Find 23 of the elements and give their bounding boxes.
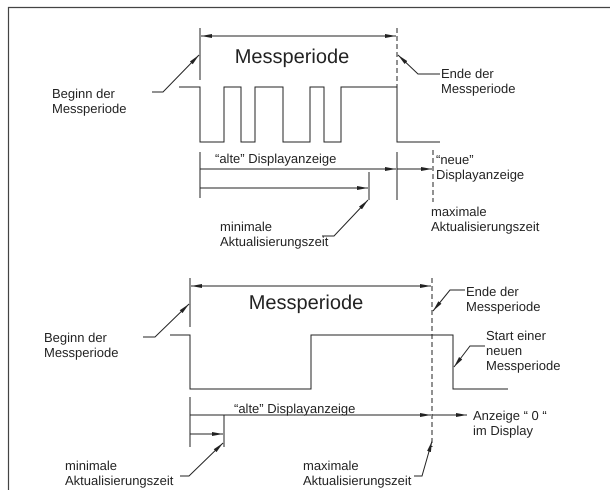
leader-line (322, 200, 368, 236)
dimension-label: Messperiode (234, 46, 350, 68)
leader-line (180, 442, 224, 476)
time-span-label: “alte” Displayanzeige (215, 151, 338, 166)
callout-text: minimale Aktualisierungszeit (65, 458, 174, 488)
callout-text: minimale Aktualisierungszeit (220, 219, 330, 249)
leader-line (142, 304, 190, 338)
display-state-label: Anzeige “ 0 “ im Display (473, 408, 548, 438)
callout-text: Beginn der Messperiode (52, 86, 128, 116)
leader-line (454, 346, 486, 368)
time-span-label: “alte” Displayanzeige (234, 401, 356, 416)
callout-text: Start einer neuen Messperiode (486, 328, 562, 373)
time-span-label: “neue” Displayanzeige (436, 152, 526, 182)
callout-text: Beginn der Messperiode (44, 330, 120, 360)
leader-line (414, 440, 432, 476)
callout-text: maximale Aktualisierungszeit (303, 458, 412, 488)
time-span-label: maximale Aktualisierungszeit (431, 204, 540, 234)
dimension-label: Messperiode (248, 292, 364, 314)
leader-line (152, 54, 200, 92)
leader-line (398, 54, 440, 74)
callout-text: Ende der Messperiode (441, 66, 516, 96)
leader-line (432, 290, 466, 312)
callout-text: Ende der Messperiode (466, 284, 542, 314)
